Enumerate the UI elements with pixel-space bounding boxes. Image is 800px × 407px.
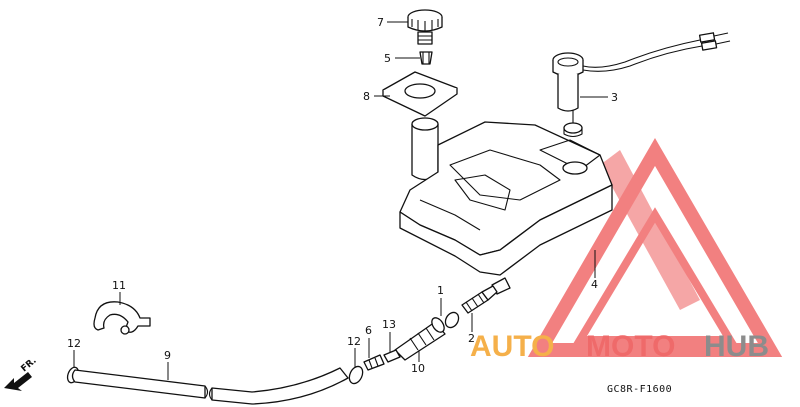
part-6-fitting bbox=[363, 354, 385, 371]
part-5-strainer bbox=[419, 51, 433, 65]
part-9-fuel-tube bbox=[71, 367, 349, 405]
callout-3: 3 bbox=[611, 91, 618, 104]
part-13-fitting bbox=[383, 349, 401, 363]
watermark-hub: HUB bbox=[704, 330, 769, 363]
callout-6: 6 bbox=[365, 324, 372, 337]
callout-10: 10 bbox=[411, 362, 425, 375]
part-10-joint bbox=[394, 317, 446, 361]
callouts: 7 5 8 3 4 1 2 13 6 10 12 11 9 12 bbox=[67, 16, 618, 375]
callout-5: 5 bbox=[384, 52, 391, 65]
callout-2: 2 bbox=[468, 332, 475, 345]
leader-lines bbox=[73, 21, 608, 380]
part-4-fuel-tank bbox=[399, 117, 613, 295]
front-arrow-icon bbox=[4, 372, 32, 391]
callout-7: 7 bbox=[377, 16, 384, 29]
part-8-gasket bbox=[382, 71, 458, 117]
callout-4: 4 bbox=[591, 278, 598, 291]
watermark-logo bbox=[527, 138, 783, 357]
callout-12-right: 12 bbox=[347, 335, 361, 348]
watermark-auto: AUTO bbox=[470, 330, 554, 363]
part-12-clamp-right bbox=[348, 365, 364, 385]
callout-11: 11 bbox=[112, 279, 126, 292]
front-direction-indicator: FR. bbox=[4, 356, 39, 391]
callout-13: 13 bbox=[382, 318, 396, 331]
front-direction-label: FR. bbox=[20, 356, 39, 374]
watermark-triangle-inner bbox=[572, 207, 738, 344]
part-11-clip bbox=[93, 301, 151, 335]
part-7-cap bbox=[407, 9, 443, 45]
figure-code: GC8R-F1600 bbox=[607, 384, 672, 395]
callout-1: 1 bbox=[437, 284, 444, 297]
watermark-triangle-outer bbox=[527, 138, 783, 357]
part-3-gauge bbox=[552, 32, 731, 138]
callout-9: 9 bbox=[164, 349, 171, 362]
watermark-text: AUTO MOTO HUB bbox=[470, 330, 769, 363]
part-2-fuel-cock bbox=[461, 285, 498, 314]
callout-12-left: 12 bbox=[67, 337, 81, 350]
watermark-triangle-cut bbox=[600, 150, 700, 310]
callout-8: 8 bbox=[363, 90, 370, 103]
watermark-moto: MOTO bbox=[586, 330, 675, 363]
part-1-oring bbox=[444, 311, 460, 329]
